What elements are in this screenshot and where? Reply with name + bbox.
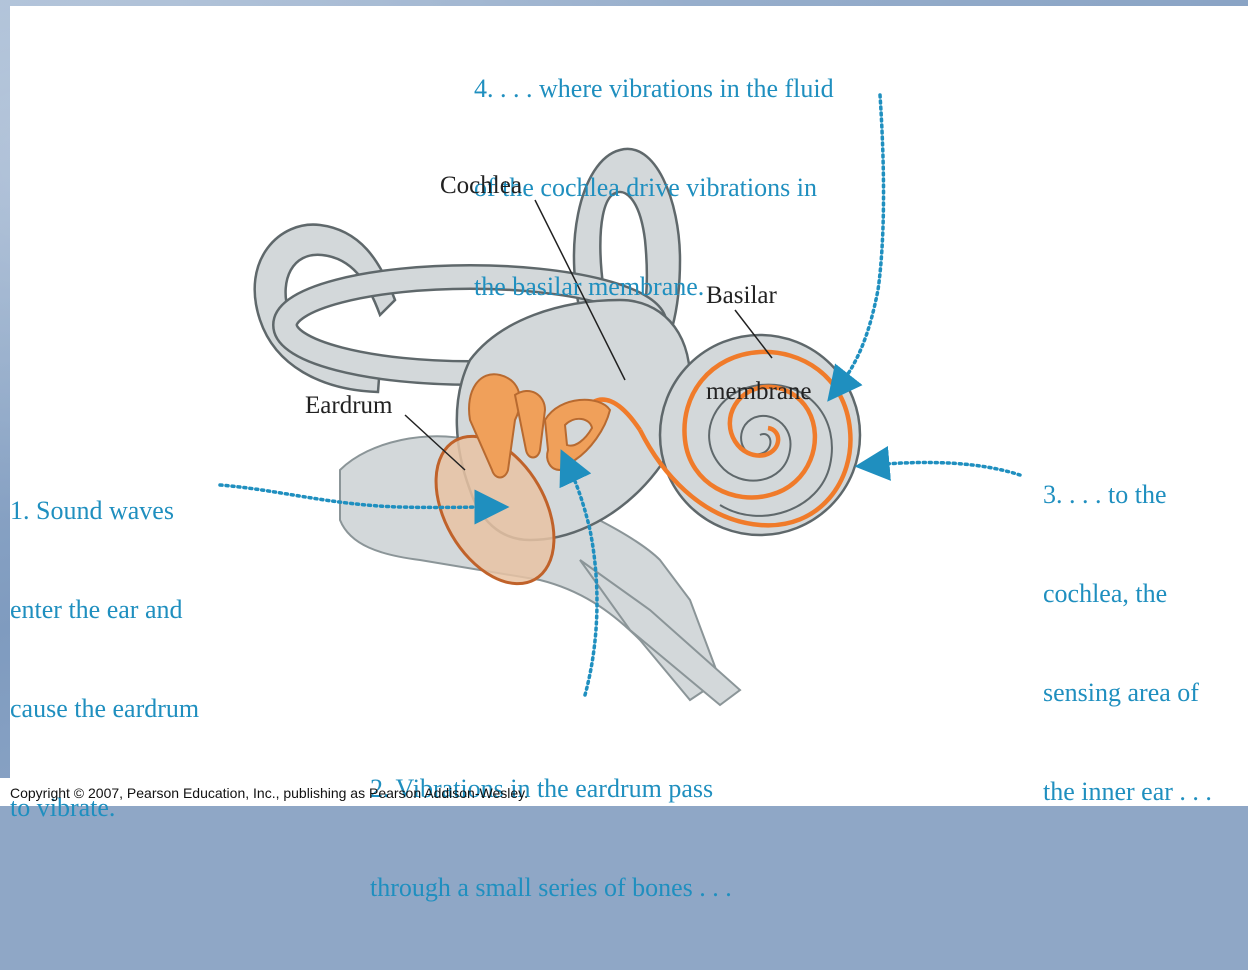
- callout-step3-line1: 3. . . . to the: [1043, 478, 1212, 511]
- label-eardrum: Eardrum: [305, 390, 392, 422]
- arrow-step4: [838, 95, 884, 388]
- callout-step1-line3: cause the eardrum: [10, 692, 199, 725]
- callout-step3-line4: the inner ear . . .: [1043, 775, 1212, 808]
- callout-step1-line2: enter the ear and: [10, 593, 199, 626]
- callout-step1-line1: 1. Sound waves: [10, 494, 199, 527]
- label-cochlea: Cochlea: [440, 170, 522, 202]
- callout-step1: 1. Sound waves enter the ear and cause t…: [10, 428, 199, 890]
- callout-step3-line3: sensing area of: [1043, 676, 1212, 709]
- label-basilar-line1: Basilar: [706, 280, 812, 312]
- diagram-stage: 4. . . . where vibrations in the fluid o…: [0, 0, 1248, 806]
- callout-step2: 2. Vibrations in the eardrum pass throug…: [370, 706, 732, 970]
- callout-step3: 3. . . . to the cochlea, the sensing are…: [1043, 412, 1212, 874]
- callout-step4-line1: 4. . . . where vibrations in the fluid: [474, 72, 834, 105]
- arrow-step3: [872, 462, 1020, 475]
- callout-step4-line2: of the cochlea drive vibrations in: [474, 171, 834, 204]
- label-basilar-membrane: Basilar membrane: [706, 216, 812, 472]
- callout-step3-line2: cochlea, the: [1043, 577, 1212, 610]
- label-basilar-line2: membrane: [706, 376, 812, 408]
- copyright-text: Copyright © 2007, Pearson Education, Inc…: [10, 785, 528, 801]
- callout-step2-line2: through a small series of bones . . .: [370, 871, 732, 904]
